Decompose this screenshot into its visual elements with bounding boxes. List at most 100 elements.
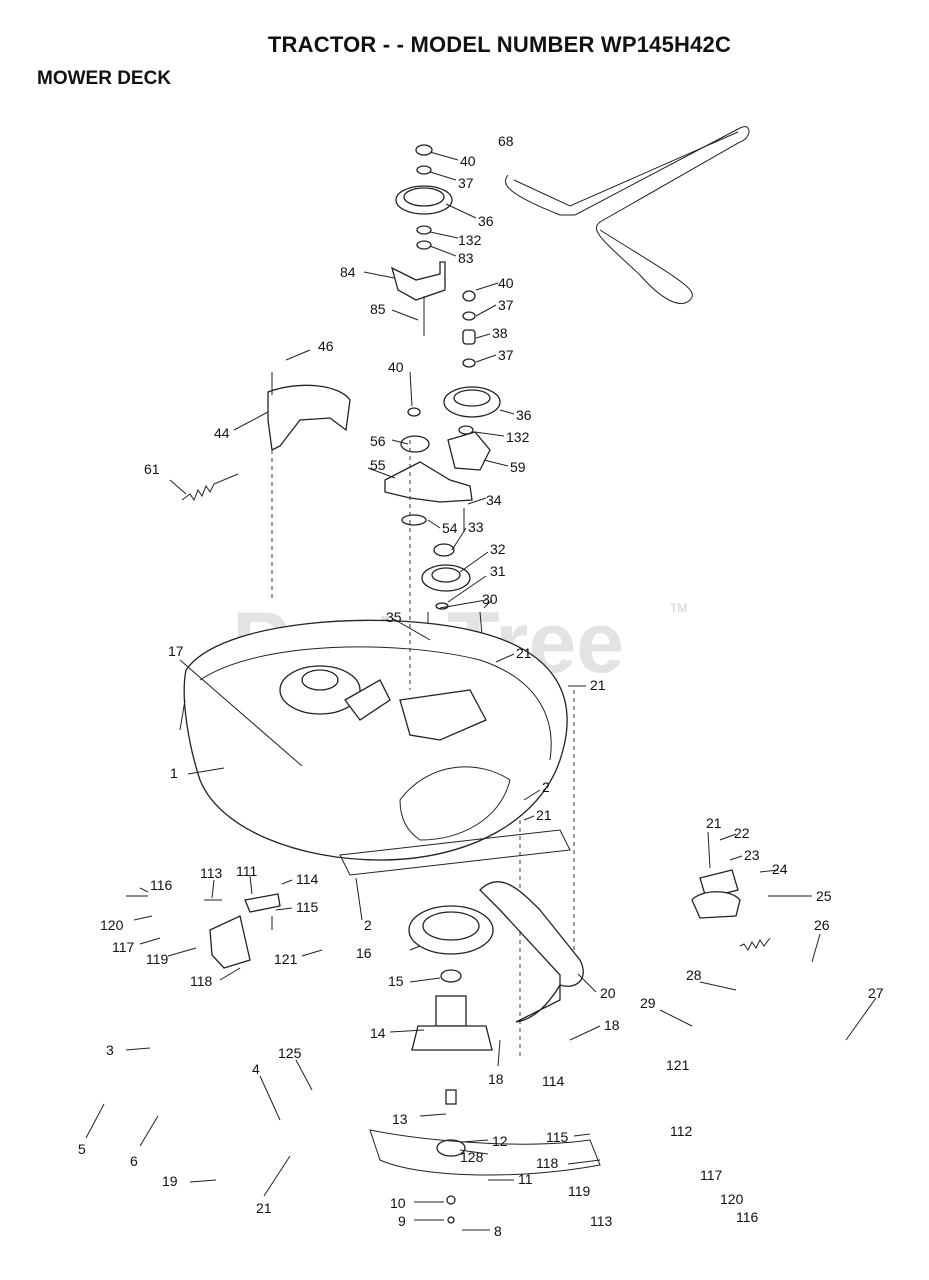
callout-16: 16 xyxy=(356,945,372,961)
callout-68: 68 xyxy=(498,133,514,149)
callout-32: 32 xyxy=(490,541,506,557)
callout-116: 116 xyxy=(736,1209,759,1225)
callout-118: 118 xyxy=(536,1155,559,1171)
callout-61: 61 xyxy=(144,461,160,477)
page-title: TRACTOR - - MODEL NUMBER WP145H42C xyxy=(267,32,732,57)
callout-117: 117 xyxy=(700,1167,723,1183)
callout-28: 28 xyxy=(686,967,702,983)
callout-111: 111 xyxy=(236,863,257,879)
callout-1: 1 xyxy=(170,765,178,781)
callout-22: 22 xyxy=(734,825,750,841)
callout-46: 46 xyxy=(318,338,334,354)
callout-115: 115 xyxy=(296,899,319,915)
spindle-assembly xyxy=(369,905,601,1224)
callout-8: 8 xyxy=(494,1223,502,1239)
callout-33: 33 xyxy=(468,519,484,535)
callout-84: 84 xyxy=(340,264,356,280)
callout-14: 14 xyxy=(370,1025,386,1041)
callout-21: 21 xyxy=(516,645,532,661)
callout-37: 37 xyxy=(498,347,514,363)
callout-120: 120 xyxy=(100,917,124,933)
callout-121: 121 xyxy=(274,951,298,967)
callout-119: 119 xyxy=(146,951,169,967)
callout-24: 24 xyxy=(772,861,788,877)
callout-4: 4 xyxy=(252,1061,260,1077)
upper-pulley-stack xyxy=(390,144,453,336)
callout-23: 23 xyxy=(744,847,760,863)
callout-38: 38 xyxy=(492,325,508,341)
watermark-tm: TM xyxy=(670,601,687,615)
callout-31: 31 xyxy=(490,563,506,579)
callout-40: 40 xyxy=(498,275,514,291)
callout-112: 112 xyxy=(670,1123,693,1139)
section-title: MOWER DECK xyxy=(37,68,172,89)
idler-arm xyxy=(384,407,483,640)
callout-21: 21 xyxy=(706,815,722,831)
callout-29: 29 xyxy=(640,995,656,1011)
callout-27: 27 xyxy=(868,985,884,1001)
callout-30: 30 xyxy=(482,591,498,607)
callout-21: 21 xyxy=(536,807,552,823)
callout-116: 116 xyxy=(150,877,173,893)
callout-56: 56 xyxy=(370,433,386,449)
callout-120: 120 xyxy=(720,1191,744,1207)
mower-deck xyxy=(179,619,571,876)
callout-labels: 40 37 68 36 132 83 84 40 37 85 38 37 46 … xyxy=(78,133,884,1239)
belt-guard xyxy=(267,384,351,451)
callout-132: 132 xyxy=(506,429,530,445)
callout-17: 17 xyxy=(168,643,184,659)
callout-59: 59 xyxy=(510,459,526,475)
callout-114: 114 xyxy=(542,1073,565,1089)
callout-55: 55 xyxy=(370,457,386,473)
callout-115: 115 xyxy=(546,1129,569,1145)
callout-3: 3 xyxy=(106,1042,114,1058)
callout-40: 40 xyxy=(388,359,404,375)
callout-128: 128 xyxy=(460,1149,484,1165)
callout-117: 117 xyxy=(112,939,135,955)
callout-85: 85 xyxy=(370,301,386,317)
callout-36: 36 xyxy=(478,213,494,229)
callout-119: 119 xyxy=(568,1183,591,1199)
callout-2: 2 xyxy=(364,917,372,933)
right-bracket-group xyxy=(691,869,771,951)
callout-37: 37 xyxy=(458,175,474,191)
callout-34: 34 xyxy=(486,492,502,508)
callout-9: 9 xyxy=(398,1213,406,1229)
callout-15: 15 xyxy=(388,973,404,989)
callout-37: 37 xyxy=(498,297,514,313)
callout-125: 125 xyxy=(278,1045,302,1061)
leader-lines xyxy=(85,151,877,1231)
idler-pulley-stack xyxy=(443,290,501,471)
callout-113: 113 xyxy=(590,1213,613,1229)
callout-44: 44 xyxy=(214,425,230,441)
callout-25: 25 xyxy=(816,888,832,904)
callout-40: 40 xyxy=(460,153,476,169)
callout-113: 113 xyxy=(200,865,223,881)
callout-20: 20 xyxy=(600,985,616,1001)
callout-18: 18 xyxy=(604,1017,620,1033)
callout-13: 13 xyxy=(392,1111,408,1127)
callout-21: 21 xyxy=(590,677,606,693)
callout-114: 114 xyxy=(296,871,319,887)
left-bracket-group xyxy=(126,893,281,969)
callout-19: 19 xyxy=(162,1173,178,1189)
callout-12: 12 xyxy=(492,1133,508,1149)
callout-6: 6 xyxy=(130,1153,138,1169)
belt xyxy=(505,126,750,305)
callout-11: 11 xyxy=(518,1171,533,1187)
callout-36: 36 xyxy=(516,407,532,423)
callout-83: 83 xyxy=(458,250,474,266)
callout-132: 132 xyxy=(458,232,482,248)
baffle-arm xyxy=(479,881,584,1023)
callout-35: 35 xyxy=(386,609,402,625)
callout-2: 2 xyxy=(542,779,550,795)
spring xyxy=(181,473,239,502)
callout-18: 18 xyxy=(488,1071,504,1087)
callout-118: 118 xyxy=(190,973,213,989)
callout-54: 54 xyxy=(442,520,458,536)
callout-26: 26 xyxy=(814,917,830,933)
callout-10: 10 xyxy=(390,1195,406,1211)
callout-21: 21 xyxy=(256,1200,272,1216)
callout-5: 5 xyxy=(78,1141,86,1157)
